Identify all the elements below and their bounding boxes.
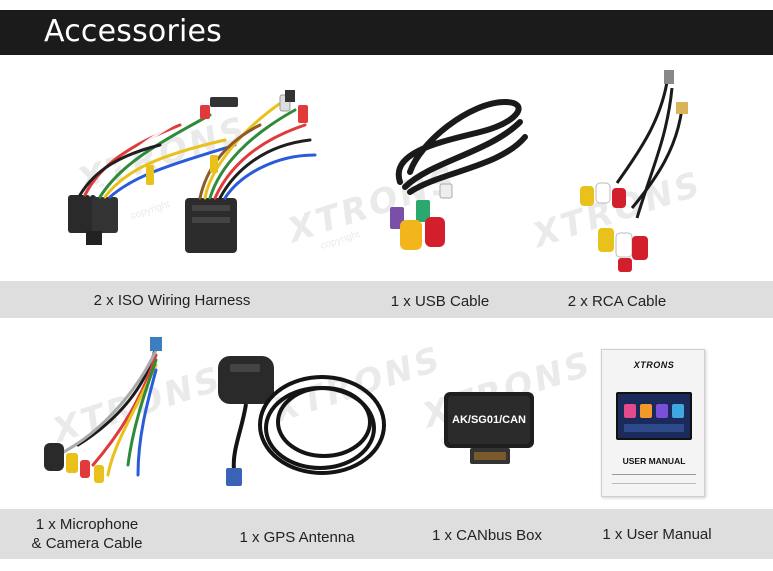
caption-gps-antenna: 1 x GPS Antenna xyxy=(239,529,355,546)
rca-cable-image xyxy=(572,68,712,278)
mic-camera-image xyxy=(38,335,188,495)
manual-fine-print xyxy=(612,474,696,484)
caption-rca-cable: 2 x RCA Cable xyxy=(567,293,667,310)
caption-mic-camera-line2: & Camera Cable xyxy=(31,535,143,552)
caption-iso-harness: 2 x ISO Wiring Harness xyxy=(93,292,251,309)
gps-antenna-image xyxy=(212,350,392,500)
manual-title: USER MANUAL xyxy=(622,456,686,466)
canbus-box-image: AK/SG01/CAN xyxy=(442,390,542,470)
caption-usb-cable: 1 x USB Cable xyxy=(390,293,490,310)
page-header: Accessories xyxy=(0,10,773,55)
caption-bar xyxy=(0,509,773,559)
iso-harness-image xyxy=(60,85,340,260)
caption-mic-camera: 1 x Microphone & Camera Cable xyxy=(22,515,152,553)
user-manual-image: XTRONS USER MANUAL xyxy=(601,349,705,497)
caption-bar xyxy=(0,281,773,318)
usb-cable-image xyxy=(380,92,540,262)
page-title: Accessories xyxy=(44,14,223,49)
caption-user-manual: 1 x User Manual xyxy=(602,526,712,543)
canbus-box-label: AK/SG01/CAN xyxy=(452,414,526,426)
manual-brand: XTRONS xyxy=(633,360,675,370)
caption-canbus-box: 1 x CANbus Box xyxy=(431,527,543,544)
caption-mic-camera-line1: 1 x Microphone xyxy=(35,516,139,533)
manual-screen-icon xyxy=(616,392,692,440)
